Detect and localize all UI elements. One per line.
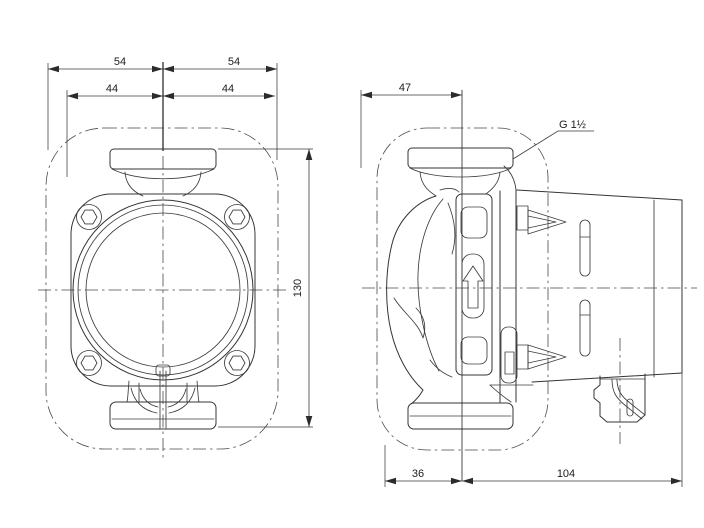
dim-label-b3: 44 [106,83,118,95]
dim-label-b1: 54 [114,56,126,68]
power-plug [593,338,646,444]
front-bottom-port [109,364,217,430]
dim-label-h2: 104 [557,468,575,480]
mounting-plate [489,165,567,403]
hex-bolt-top-left [76,204,102,230]
front-neck-right [182,171,202,197]
stator-can-circle [85,212,241,368]
hex-bolt-bottom-right [224,350,250,376]
side-bottom-port [407,384,514,430]
side-neck-right [485,171,501,195]
clamp-cone-bottom [527,344,567,370]
dim-label-h1: 36 [412,468,424,480]
side-top-flange [407,147,514,169]
front-top-flange-lip [111,168,215,180]
dim-label-b2: 54 [228,56,240,68]
thread-size-label: G 1½ [559,119,586,131]
clamp-bolt-top [516,205,529,231]
leader-line-thread [512,130,594,160]
dim-label-l1: 130 [292,279,304,297]
volute-body [386,188,460,405]
flow-direction-arrow-icon [462,265,484,309]
side-view [362,127,697,451]
front-neck-left [124,171,144,197]
clamp-bolt-bottom [516,344,529,370]
pump-housing-plate [70,193,256,387]
dimension-annotations: 54 54 44 44 130 47 G 1½ 36 104 [47,56,683,487]
clamp-body-bottom [500,326,518,384]
stator-flange-circle-outer [72,199,254,381]
dim-label-d1: 47 [399,82,411,94]
clamp-cone-top [527,209,567,235]
control-plate [455,193,493,376]
side-neck-left [419,171,437,197]
side-envelope-outline [376,127,549,451]
motor-housing [516,189,683,383]
dim-label-b4: 44 [222,83,234,95]
hex-bolt-bottom-left [76,350,102,376]
vent-slot-bottom [579,299,591,357]
side-top-flange-lip [409,167,512,178]
hex-bolt-top-right [224,204,250,230]
stator-flange-circle-mid [77,204,249,376]
front-envelope-outline [45,127,279,450]
front-view [38,127,290,460]
vent-slot-top [579,219,591,277]
